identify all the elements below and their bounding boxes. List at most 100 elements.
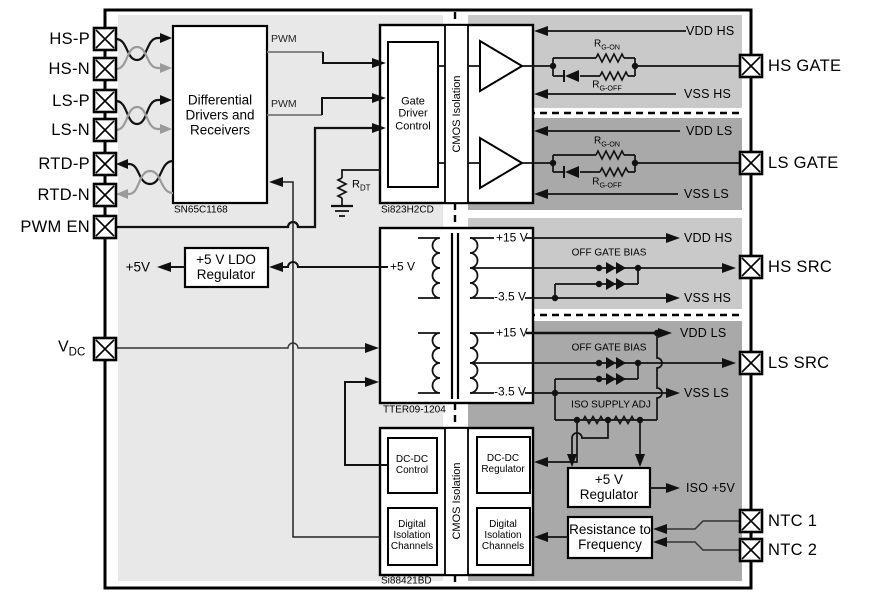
off-gate-bias-label-hs: OFF GATE BIAS (571, 247, 647, 259)
rdt-wire (336, 169, 380, 206)
terminal-label-pwm-en: PWM EN (20, 217, 90, 236)
arrow-icon (666, 233, 680, 243)
xfmr-5v-label: +5 V (390, 259, 416, 274)
arrow-icon (666, 293, 680, 303)
rtd-feedback-wire (283, 181, 380, 538)
diode-icon (565, 70, 579, 82)
pwm1-label: PWM (271, 33, 297, 46)
arrow-icon (372, 123, 386, 133)
diode-icon (616, 357, 626, 369)
net-label-vdd-ls: VDD LS (686, 124, 733, 138)
arrow-icon (269, 262, 283, 272)
arrow-icon (534, 532, 548, 542)
rdt-label: RDT (352, 178, 371, 193)
iso-5v-regulator-box (566, 466, 652, 509)
transformer-core (450, 233, 460, 399)
junction-dot (551, 389, 559, 397)
arrow-icon (116, 189, 128, 199)
arrow-icon (365, 377, 379, 387)
junction-dot (631, 159, 639, 167)
diode-icon (606, 262, 616, 274)
gate-driver-control-text: Gate Driver Control (395, 95, 431, 133)
terminal-label-ls-n: LS-N (51, 120, 90, 139)
regulator-feed-wire (571, 420, 609, 454)
diode-icon (606, 278, 616, 290)
rg-off-resistor-icon (599, 70, 629, 82)
cmos-isolation-strip-top (444, 24, 469, 204)
arrow-icon (666, 483, 680, 493)
arrow-icon (666, 388, 680, 398)
adj-resistor-icon (613, 414, 635, 426)
arrow-icon (534, 126, 548, 136)
arrow-icon (160, 33, 172, 43)
rg-off-label-hs: RG-OFF (592, 79, 622, 92)
ldo-input-wire (283, 261, 388, 268)
ls-p-wire (115, 98, 160, 126)
differential-drivers-text: Differential Drivers and Receivers (185, 92, 255, 138)
digital-isolation-left-text: Digital Isolation Channels (390, 519, 434, 553)
differential-drivers-block (171, 24, 269, 205)
net-label-vss-ls-2: VSS LS (684, 386, 729, 400)
r-sub: G-ON (601, 42, 620, 52)
junction-dot (653, 329, 661, 337)
ls-twisted-pair (115, 95, 172, 134)
terminal-label-ntc2: NTC 2 (768, 540, 818, 559)
terminal-label-rtd-p: RTD-P (38, 154, 90, 173)
ntc2-wire (659, 541, 740, 551)
arrow-icon (116, 159, 128, 169)
junction-dot (573, 416, 581, 424)
net-label-plus5v: +5V (125, 259, 150, 275)
terminal-label-rtd-n: RTD-N (37, 185, 90, 204)
pwm2-label: PWM (271, 98, 297, 111)
cmos-isolation-strip-bottom (444, 427, 469, 576)
arrow-icon (534, 189, 548, 199)
hs-gate-network (534, 26, 740, 99)
primary-winding-bottom (418, 332, 441, 394)
diode-icon (606, 357, 616, 369)
transformer-block (378, 226, 535, 405)
terminal-label-ls-src: LS SRC (768, 353, 830, 372)
r-base: R (592, 176, 600, 188)
adj-resistor-icon (582, 414, 604, 426)
cmos-isolation-text-top: CMOS Isolation (450, 75, 463, 153)
part-label-si88421bd: Si88421BD (381, 575, 432, 587)
net-label-vss-ls: VSS LS (684, 187, 729, 201)
ldo-regulator-box (183, 246, 270, 289)
primary-winding-top (418, 237, 441, 299)
arrow-icon (653, 537, 667, 547)
arrow-icon (365, 343, 379, 353)
r-sub: G-OFF (599, 180, 622, 190)
diode-icon (606, 373, 616, 385)
arrow-icon (160, 63, 172, 73)
junction-dot (634, 359, 642, 367)
rg-on-label-hs: RG-ON (594, 38, 620, 51)
arrow-icon (372, 58, 386, 68)
junction-dot (595, 359, 603, 367)
terminal-label-vdc: VDC (58, 338, 85, 359)
part-label-si823h2cd: Si823H2CD (381, 204, 434, 216)
diode-icon (565, 166, 579, 178)
terminal-label-hs-src: HS SRC (768, 257, 833, 276)
junction-dot (636, 416, 644, 424)
net-label-vss-hs: VSS HS (684, 87, 732, 101)
rg-on-resistor-icon (595, 52, 625, 64)
digital-isolation-right-text: Digital Isolation Channels (481, 519, 525, 553)
terminal-hs-src (738, 254, 764, 280)
hs-p-wire (115, 36, 160, 62)
terminal-label-ntc1: NTC 1 (768, 511, 818, 530)
pwm1-wire2 (322, 52, 372, 64)
vdc-sub: DC (68, 346, 86, 359)
arrow-icon (653, 524, 667, 534)
junction-dot (604, 416, 612, 424)
diode-icon (616, 278, 626, 290)
r-base: R (594, 38, 602, 50)
rg-off-resistor-icon (599, 166, 629, 178)
net-label-vdd-hs: VDD HS (686, 24, 735, 38)
arrow-icon (372, 93, 386, 103)
r-sub: G-ON (601, 139, 620, 149)
hs-src-section (470, 233, 736, 303)
hs-ls-divider-dashes (456, 111, 742, 317)
iso-5v-regulator-text: +5 V Regulator (579, 471, 639, 502)
cmos-isolation-text-bottom: CMOS Isolation (450, 462, 463, 540)
